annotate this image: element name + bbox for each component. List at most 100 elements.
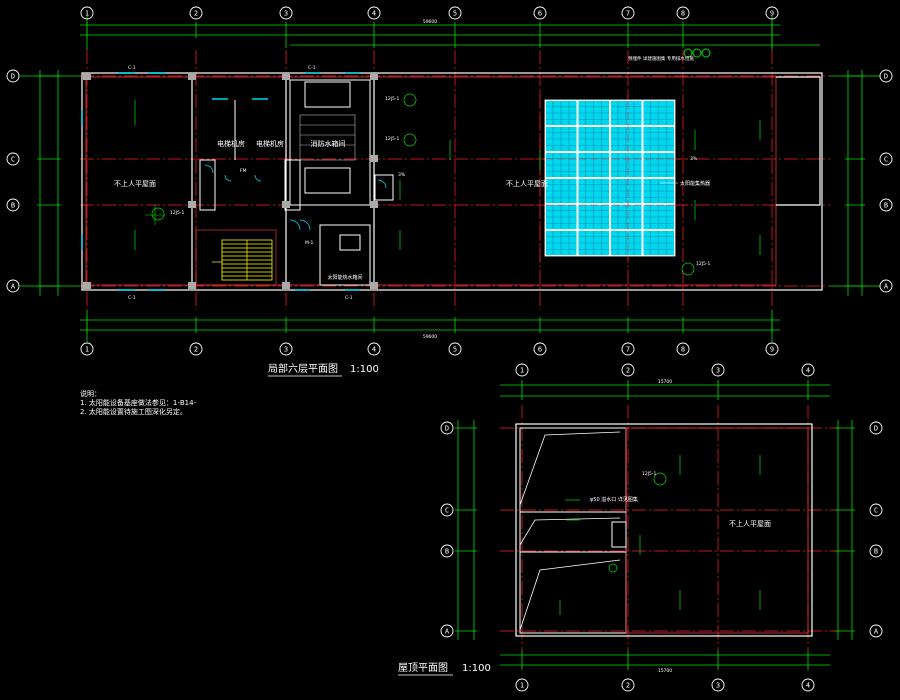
axis-top-col-4: 5 [453, 10, 457, 18]
roof-axis-right-row-3: A [874, 628, 879, 636]
axis-left-row-0-circle [6, 69, 20, 83]
axis-left-row-2: B [11, 202, 15, 210]
roof-axis-right-row-1-circle [869, 503, 883, 517]
window-c1d-label: C-1 [345, 295, 353, 301]
axis-right-row-2-circle [879, 198, 893, 212]
axis-top-col-2: 3 [284, 10, 288, 18]
mark-c-label: 12J5-1 [385, 136, 400, 142]
roof-axis-right-row-2-circle [869, 544, 883, 558]
roof-labels: 不上人平屋面 φ50 溢水口 详见图集 12J5-1 [590, 471, 771, 528]
window-c1c-label: C-1 [128, 295, 136, 301]
room-labels: 不上人平屋面 不上人平屋面 电梯机房 电梯机房 消防水箱间 太阳能热水箱间 [114, 139, 548, 281]
axis-bottom-col-2-circle [279, 342, 293, 356]
roof-axis-top-col-3: 4 [806, 367, 810, 375]
roof-dim-top-total: 15700 [658, 379, 672, 385]
roof-axis-bottom-col-0: 1 [520, 682, 524, 690]
axis-bottom-col-7-circle [676, 342, 690, 356]
room-roof-right: 不上人平屋面 [506, 179, 548, 188]
axis-top-col-6-circle [621, 6, 635, 20]
roof-axis-bottom-col-3: 4 [806, 682, 810, 690]
axis-right-row-0: D [884, 73, 888, 81]
axis-top-col-3-circle [367, 6, 381, 20]
axis-bottom-col-1-circle [189, 342, 203, 356]
room-roof-left: 不上人平屋面 [114, 179, 156, 188]
axis-top-col-5: 6 [538, 10, 542, 18]
axis-top-col-5-circle [533, 6, 547, 20]
mark-a-label: 12J5-1 [170, 210, 185, 216]
mark-e-label: 12J5-1 [642, 471, 657, 477]
axis-top-col-3: 4 [372, 10, 376, 18]
dimension-lines [20, 16, 880, 342]
design-notes: 说明： 1. 太阳能设备基座做法参见：1-B14- 2. 太阳能设置待施工图深化… [80, 390, 196, 417]
roof-axis-left-row-0-circle [440, 421, 454, 435]
axis-left-row-0: D [11, 73, 15, 81]
roof-axis-left-row-3: A [445, 628, 450, 636]
axis-left-row-3-circle [6, 279, 20, 293]
roof-axis-bottom-col-3-circle [801, 678, 815, 692]
roof-axis-top-col-3-circle [801, 363, 815, 377]
roof-dim-bottom-total: 15700 [658, 668, 672, 674]
room-roof: 不上人平屋面 [729, 519, 771, 528]
solar-collector-array [544, 99, 676, 257]
structural-columns [83, 73, 378, 289]
roof-dimension-values: 15700 15700 [658, 379, 672, 674]
roof-dimension-lines [455, 380, 855, 670]
axis-top-col-1: 2 [194, 10, 198, 18]
roof-axis-right-row-3-circle [869, 624, 883, 638]
roof-axis-bottom-col-2-circle [711, 678, 725, 692]
axis-left-row-3: A [11, 283, 16, 291]
door-m1-label: M-1 [305, 240, 314, 246]
axis-bottom-col-8: 9 [770, 346, 774, 354]
roof-axis-top-col-1-circle [621, 363, 635, 377]
roof-plan-title: 屋顶平面图 [398, 662, 448, 674]
overflow-note-label: 预埋件 详建施图集 专用排水措施 [628, 55, 694, 62]
roof-axis-top-col-0: 1 [520, 367, 524, 375]
axis-top-col-0-circle [80, 6, 94, 20]
windows [81, 72, 360, 291]
room-machine-1: 电梯机房 [217, 139, 245, 148]
roof-axis-left-row-0: D [445, 425, 449, 433]
window-c1b-label: C-1 [308, 65, 316, 71]
dim-bottom-total: 59600 [423, 334, 437, 340]
dimension-values: 59600 59600 [423, 19, 437, 340]
roof-axis-top-col-0-circle [515, 363, 529, 377]
solar-device-label: 太阳能集热器 [680, 180, 710, 187]
axis-bottom-col-0-circle [80, 342, 94, 356]
roof-axis-bottom-col-0-circle [515, 678, 529, 692]
axis-bottom-col-6: 7 [626, 346, 630, 354]
axis-bottom-col-5-circle [533, 342, 547, 356]
roof-axis-right-row-1: C [874, 507, 878, 515]
axis-top-col-8: 9 [770, 10, 774, 18]
roof-axis-grid-lines [500, 405, 840, 650]
roof-drainage-arrows [559, 455, 761, 615]
walls [81, 48, 823, 291]
roof-axis-bottom-col-1-circle [621, 678, 635, 692]
slope-a-label: 3% [398, 172, 406, 178]
slope-b-label: 3% [690, 156, 698, 162]
door-fm-label: FM [240, 168, 247, 174]
mark-d-label: 12J5-1 [696, 261, 711, 267]
room-machine-2: 电梯机房 [256, 139, 284, 148]
axis-top-col-7: 8 [681, 10, 685, 18]
axis-bottom-col-3-circle [367, 342, 381, 356]
annotations: 太阳能集热器 C-1 C-1 C-1 C-1 M-1 FM 12J5-1 12J… [128, 55, 711, 301]
top-plan-title: 局部六层平面图 [268, 362, 338, 375]
room-fire-tank: 消防水箱间 [311, 139, 346, 148]
axis-bottom-col-1: 2 [194, 346, 198, 354]
axis-right-row-2: B [884, 202, 888, 210]
axis-top-col-7-circle [676, 6, 690, 20]
roof-axis-left-row-1-circle [440, 503, 454, 517]
axis-left-row-2-circle [6, 198, 20, 212]
roof-plan-scale: 1:100 [462, 663, 491, 674]
axis-top-col-8-circle [765, 6, 779, 20]
roof-axis-left-row-3-circle [440, 624, 454, 638]
axis-right-row-1-circle [879, 152, 893, 166]
axis-top-col-2-circle [279, 6, 293, 20]
axis-left-row-1-circle [6, 152, 20, 166]
axis-bottom-col-3: 4 [372, 346, 376, 354]
